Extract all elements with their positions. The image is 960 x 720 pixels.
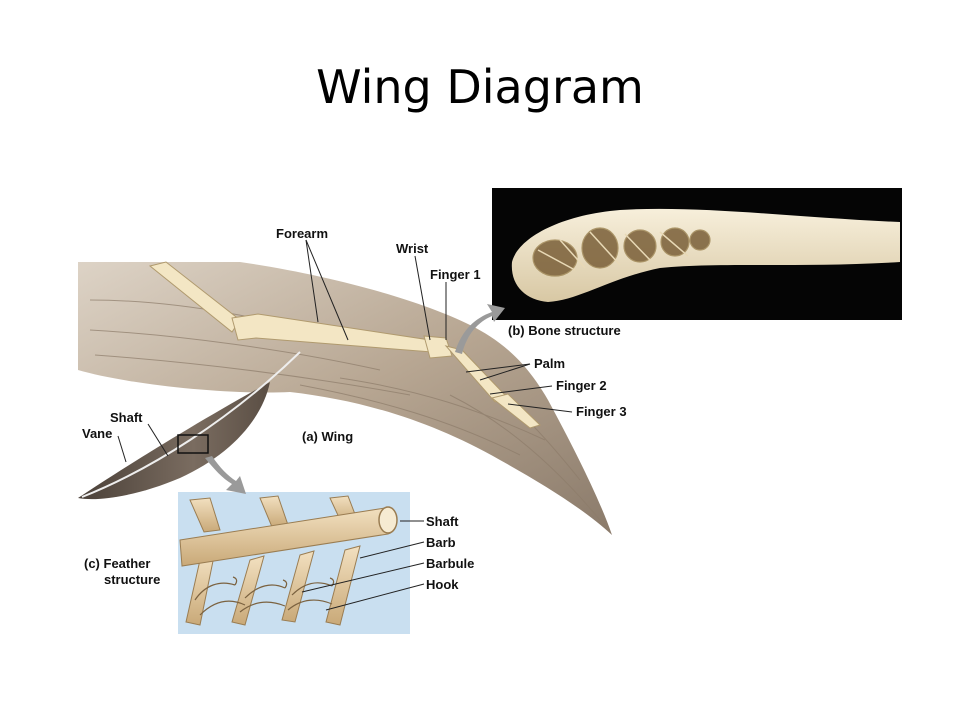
label-finger-1: Finger 1 [430,267,481,282]
feather-zoom-box [177,434,209,454]
shaft-end [378,506,398,534]
caption-bone-structure: (b) Bone structure [508,323,621,338]
leader-lines [117,239,573,611]
caption-feather-line1: (c) Feather [84,556,150,571]
label-barbule: Barbule [426,556,474,571]
caption-wing: (a) Wing [302,429,353,444]
wrist-bone [423,335,453,359]
barbules-hooks [194,576,335,616]
labels: Forearm Wrist Finger 1 (b) Bone structur… [82,226,627,592]
label-shaft-wing: Shaft [110,410,143,425]
label-finger-2: Finger 2 [556,378,607,393]
bone-structure-panel [492,188,902,320]
label-wrist: Wrist [396,241,429,256]
arrow-to-bone [455,304,505,354]
label-forearm: Forearm [276,226,328,241]
feather-structure-panel [178,492,410,634]
label-finger-3: Finger 3 [576,404,627,419]
barbs [185,495,361,626]
feather-vane [78,382,270,500]
label-vane: Vane [82,426,112,441]
label-shaft-feather: Shaft [426,514,459,529]
zoom-arrows [205,304,505,494]
label-hook: Hook [426,577,459,592]
arrow-to-feather [205,456,246,494]
label-palm: Palm [534,356,565,371]
caption-feather-line2: structure [104,572,160,587]
wing-bones [148,261,541,429]
wing-illustration [78,261,612,535]
bone-trabeculae [532,227,711,277]
slide-title: Wing Diagram [316,60,644,114]
wing-shape [78,262,612,535]
loose-feather [78,351,301,500]
label-barb: Barb [426,535,456,550]
feather-shaft-line [81,351,301,498]
finger-bones [490,393,541,429]
